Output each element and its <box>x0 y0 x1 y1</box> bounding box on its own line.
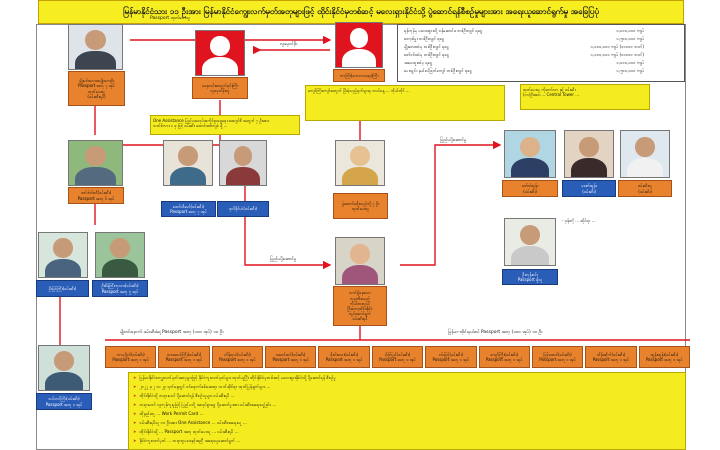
label-person-5: ဦးမြင့်ကြီး(ဖမ်းဆီး) <box>36 280 89 297</box>
label-silhouette-b: ကာကြီး(ကောလာရေး)ကြီး <box>333 69 385 82</box>
row-boxes: ကာပုဂ္ဂိုလ်(ဖမ်းဆီး) Passport အတု ၁ အုပ်… <box>105 346 690 368</box>
row-box: ဝင်းမြင့်(ဖမ်းဆီး) Passport အတု ၁ အုပ် <box>425 346 477 368</box>
arrow-label-1: Passport ထုတ်ပေးသူ <box>150 16 190 21</box>
payment-info-box: ရန်ကုန်မှ မလေးရှားသို့ ဝန်ဆောင်ခ တစ်ဦးလျ… <box>397 24 685 82</box>
label-person-6: ဦးစိန်ကြီးကုလား(ဖမ်းဆီး) Passport အတု ၅ … <box>92 280 148 297</box>
summary-bullet: ထိုင်းနိုင်ငံသို့ တရားမဝင် ပို့ဆောင်ရန် … <box>133 393 678 400</box>
summary-bullet: ၂၀၂၂ ခု ၂ လ ၂၃ ရက်နေ့တွင် ဝင်ရောက်စစ်ဆေး… <box>133 384 678 391</box>
note-central: ကျော်ကြီးကျော်အတွက် ပြီးခဲ့သည့်ရက်များမှ… <box>305 85 505 121</box>
photo-person-10 <box>564 130 614 178</box>
photo-silhouette-b <box>335 22 383 68</box>
row-box: ထွန်းထွန်း(ဖမ်းဆီး) Passport အတု ၁ အုပ် <box>638 346 690 368</box>
label-person-10: မဇော်ထွန်း (ဖမ်းဆီး) <box>562 180 616 197</box>
info-row-label: ပေးသွင်း နယ်စပ်ဖြတ်ကျော် တစ်ဦးလျှင် ရငွေ <box>404 68 472 73</box>
label-person-8: ပွဲဆောင်ခရီးသည်တို့ ၇ ဦး ထုတ်ပေးသူ <box>333 193 388 219</box>
label-person-3: ထော်လီမော်(ဖမ်းဆီး) Passport အတု ၇ အုပ် <box>161 201 216 217</box>
label-person-11: ဖမ်းဆီးသူ (ဖမ်းဆီး) <box>618 180 672 197</box>
photo-person-8 <box>335 140 385 186</box>
photo-main-person <box>68 24 123 70</box>
note-right: ထုတ်ပေးသူ ကိုဘော်လာ နှင့် ဖမ်းဆီး (၁၁)ဦး… <box>520 84 650 110</box>
photo-person-4 <box>219 140 267 186</box>
label-central-woman: သက်ရှိနေသော ကုမ္ပဏီအမည် ကိုယ်စားလှယ် ပြီ… <box>333 286 387 326</box>
row-box: မိုးကြည်(ဖမ်းဆီး) Passport အတု ၁ အုပ် <box>371 346 424 368</box>
note-side: - ဖုန်းကို ... ဆိုင်ရာ ... <box>562 218 596 223</box>
arrow-label-2: လူမှောင်ခိုး <box>280 42 298 47</box>
photo-person-5 <box>38 232 88 278</box>
photo-person-11 <box>620 130 670 178</box>
photo-person-6 <box>95 232 145 278</box>
label-silhouette-a: မနေလင်းအတွက်ရင်းကြီး လူမှောင်ခိုးသူ <box>192 77 248 99</box>
row-box: ကျော်ကြီး(ဖမ်းဆီး) Passport အတု ၁ အုပ် <box>478 346 530 368</box>
summary-bullet: နိုင်ငံကူးလက်မှတ် ... တရားဥပဒေနှင့်အညီ အ… <box>133 438 678 445</box>
info-row-label: ရန်ကုန်မှ မလေးရှားသို့ ဝန်ဆောင်ခ တစ်ဦးလျ… <box>404 28 483 33</box>
label-person-12: ဦးဘုန်းဝင်း Passport ရှိသူ <box>502 269 558 285</box>
arrow-label-7: မြန်မာ-ထိုင်းနယ်စပ် Passport အတု (၁၀၀ အု… <box>448 330 543 335</box>
info-row-value: ၁,၀၀၀,၀၀၀ ကျပ် <box>616 60 645 65</box>
info-row-label: အမေထူးထံမှ ရငွေ <box>404 60 433 65</box>
photo-bottom-left <box>38 345 90 391</box>
summary-bullet: ဖမ်းဆီးရမိသူ ၁၁ ဦးအား One Assistance ...… <box>133 420 678 427</box>
row-box: သာအောင်ကြီး(ဖမ်းဆီး) Passport အတု ၁ အုပ် <box>158 346 210 368</box>
info-row-label: ဘော့စ်မှူး တစ်ဦးလျှင် ရငွေ <box>404 36 445 41</box>
row-box: ဖိုးဝါးလေး(ဖမ်းဆီး) Passport အတု ၁ အုပ် <box>318 346 370 368</box>
info-row-label: မျိုးလေးထံမှ တစ်ဦးလျှင် ရငွေ <box>404 44 449 49</box>
info-row-value: ၀,၀၀၀,၀၀၀ ကျပ် <box>616 28 645 33</box>
photo-person-9 <box>504 130 556 178</box>
info-row-value: ၁,၀၀၀,၀၀၀ ကျပ် (၁၀၀၀၀ ဘတ်) <box>590 52 644 57</box>
photo-person-12 <box>504 218 556 266</box>
info-row-value: ၁,၅၀၀,၀၀၀ ကျပ် <box>616 36 645 41</box>
label-person-4: ဖုလိဖိုင်ယံ(ဖမ်းဆီး) <box>217 201 269 217</box>
row-box: ကာပုဂ္ဂိုလ်(ဖမ်းဆီး) Passport အတု ၁ အုပ် <box>105 346 157 368</box>
label-bottom-left: သပ်တင်ကြီး(ဖမ်းဆီး) Passport အတု ၁ အုပ် <box>36 393 92 410</box>
label-person-9: ဖော်ဝါထွန်း (ဖမ်းဆီး) <box>502 180 558 197</box>
arrow-label-4: ပြည်ပပို့ဆောင်မှု <box>440 138 467 143</box>
summary-bullet: မြန်မာနိုင်ငံကျွေးလက်မှတ်အတုများဖြင့် နိ… <box>133 375 678 382</box>
info-row-value: ၁,၀၀၀,၀၀၀ ကျပ် (၁၀၀၀၀ ဘတ်) <box>590 44 644 49</box>
summary-bullet: တရားမဝင် လူကုန်ကူးမှုဖြင့် ပြည်ပသို့ အလု… <box>133 402 678 409</box>
photo-central-woman <box>335 237 385 285</box>
photo-person-2 <box>68 140 123 186</box>
label-main-person: မျိုးမင်းလေးအမျိုးသားဦး Passport အတု ၇ အ… <box>68 71 125 106</box>
page-title: မြန်မာနိုင်ငံသား ၁၁ ဦးအား မြန်မာနိုင်ငံက… <box>38 0 684 24</box>
info-row-value: ၁,၅၀၀,၀၀၀ ကျပ် <box>616 68 645 73</box>
arrow-label-3: ပြည်ပပို့ဆောင်မှု <box>270 257 297 262</box>
info-row-label: ဖော်ဝင်းထံမှ တစ်ဦးလျှင် ရငွေ <box>404 52 450 57</box>
label-person-2: ဖတ်ဒါဝါးလီ(ဖမ်းဆီး) Passport အတု ၆ အုပ် <box>68 187 124 204</box>
summary-bullet: ထိုနည်းတူ ... Work Permit Card ... <box>133 411 678 418</box>
note-one-assistance: One Assistance ပြည်ပအလုပ်အကိုင်ရှာဖွေရေး… <box>150 115 300 135</box>
row-box: ဟိန်းပုလဲ(ဖမ်းဆီး) Passport အတု ၁ အုပ် <box>211 346 264 368</box>
arrow-label-6: မျိုးဝင်းနောက် ဖမ်းဆီးခံရ Passport အတု (… <box>120 330 224 335</box>
row-box: သိန်းထိုက်(ဖမ်းဆီး) Passport အတု ၁ အုပ် <box>585 346 637 368</box>
row-box: မြင့်အောင်(ဖမ်းဆီး) Passport အတု ၁ အုပ် <box>531 346 584 368</box>
photo-person-3 <box>163 140 213 186</box>
summary-bullet: ထိုင်းနိုင်ငံသို့ ... Passport အတု ထုတ်ပ… <box>133 429 678 436</box>
photo-silhouette-a <box>195 30 245 76</box>
row-box: အောင်ထင်(ဖမ်းဆီး) Passport အတု ၁ အုပ် <box>265 346 317 368</box>
